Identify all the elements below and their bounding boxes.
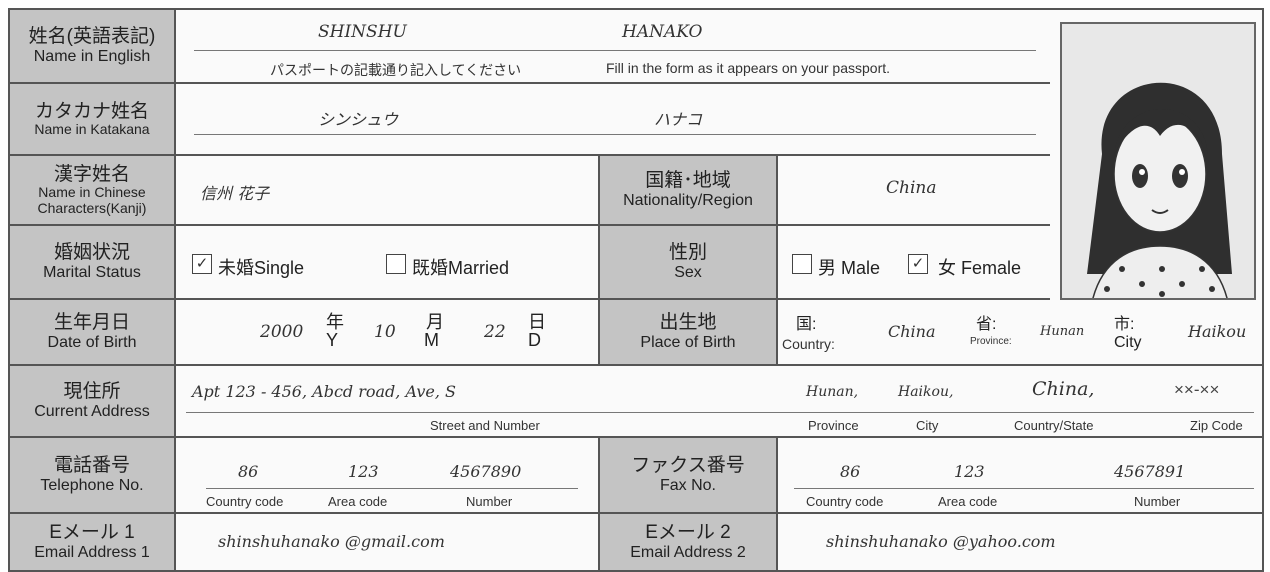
female-label: 女 Female: [938, 258, 1022, 278]
label-place-of-birth: 出生地 Place of Birth: [598, 300, 778, 364]
passport-note-en: Fill in the form as it appears on your p…: [606, 60, 891, 76]
fax-country-code[interactable]: 86: [840, 462, 861, 481]
row-telephone-fax: 電話番号 Telephone No. 86 123 4567890 Countr…: [10, 438, 1262, 514]
row-marital-sex: 婚姻状況 Marital Status ✓ 未婚Single 既婚Married…: [10, 226, 1050, 300]
address-city[interactable]: Haikou,: [898, 384, 954, 400]
label-sex: 性別 Sex: [598, 226, 778, 298]
pob-city[interactable]: Haikou: [1188, 322, 1247, 341]
tel-country-code[interactable]: 86: [238, 462, 259, 481]
portrait-illustration: [1087, 82, 1232, 298]
surname-katakana[interactable]: シンシュウ: [318, 110, 399, 129]
pob-province[interactable]: Hunan: [1040, 324, 1085, 339]
female-checkbox[interactable]: ✓: [908, 254, 928, 274]
label-nationality: 国籍･地域 Nationality/Region: [598, 156, 778, 224]
dob-month[interactable]: 10: [374, 322, 396, 342]
given-name-katakana[interactable]: ハナコ: [654, 110, 703, 129]
label-current-address: 現住所 Current Address: [10, 366, 176, 436]
address-street[interactable]: Apt 123 - 456, Abcd road, Ave, S: [192, 382, 457, 401]
given-name-english[interactable]: HANAKO: [622, 22, 703, 42]
nationality-value[interactable]: China: [886, 178, 937, 198]
row-name-katakana: カタカナ姓名 Name in Katakana シンシュウ ハナコ: [10, 84, 1050, 156]
fax-area-code[interactable]: 123: [954, 462, 985, 481]
row-name-english: 姓名(英語表記) Name in English SHINSHU HANAKO …: [10, 10, 1050, 84]
address-zip[interactable]: ××-××: [1174, 380, 1220, 399]
label-name-kanji: 漢字姓名 Name in Chinese Characters(Kanji): [10, 156, 176, 224]
email-2-value[interactable]: shinshuhanako @yahoo.com: [826, 532, 1056, 551]
label-email-2: Eメール 2 Email Address 2: [598, 514, 778, 570]
email-1-value[interactable]: shinshuhanako @gmail.com: [218, 532, 445, 551]
tel-area-code[interactable]: 123: [348, 462, 379, 481]
label-date-of-birth: 生年月日 Date of Birth: [10, 300, 176, 364]
dob-year[interactable]: 2000: [260, 322, 304, 342]
row-current-address: 現住所 Current Address Apt 123 - 456, Abcd …: [10, 366, 1262, 438]
application-form: 姓名(英語表記) Name in English SHINSHU HANAKO …: [8, 8, 1264, 572]
label-marital-status: 婚姻状況 Marital Status: [10, 226, 176, 298]
address-province[interactable]: Hunan,: [806, 384, 859, 400]
tel-number[interactable]: 4567890: [450, 462, 522, 481]
kanji-name[interactable]: 信州 花子: [200, 184, 270, 203]
single-checkbox[interactable]: ✓: [192, 254, 212, 274]
fax-number[interactable]: 4567891: [1114, 462, 1186, 481]
row-name-kanji: 漢字姓名 Name in Chinese Characters(Kanji) 信…: [10, 156, 1050, 226]
label-name-english: 姓名(英語表記) Name in English: [10, 10, 176, 82]
address-country[interactable]: China,: [1032, 378, 1095, 400]
married-checkbox[interactable]: [386, 254, 406, 274]
row-email: Eメール 1 Email Address 1 shinshuhanako @gm…: [10, 514, 1262, 570]
passport-note-jp: パスポートの記載通り記入してください: [270, 62, 522, 78]
pob-country[interactable]: China: [888, 322, 936, 341]
dob-day[interactable]: 22: [484, 322, 506, 342]
row-birth: 生年月日 Date of Birth 2000 年 Y 10 月 M 22 日 …: [10, 300, 1262, 366]
surname-english[interactable]: SHINSHU: [318, 22, 407, 42]
married-label: 既婚Married: [412, 258, 510, 278]
label-fax: ファクス番号 Fax No.: [598, 438, 778, 512]
applicant-photo: [1060, 22, 1256, 300]
single-label: 未婚Single: [218, 258, 305, 278]
male-label: 男 Male: [818, 258, 881, 278]
label-telephone: 電話番号 Telephone No.: [10, 438, 176, 512]
male-checkbox[interactable]: [792, 254, 812, 274]
label-name-katakana: カタカナ姓名 Name in Katakana: [10, 84, 176, 154]
label-email-1: Eメール 1 Email Address 1: [10, 514, 176, 570]
